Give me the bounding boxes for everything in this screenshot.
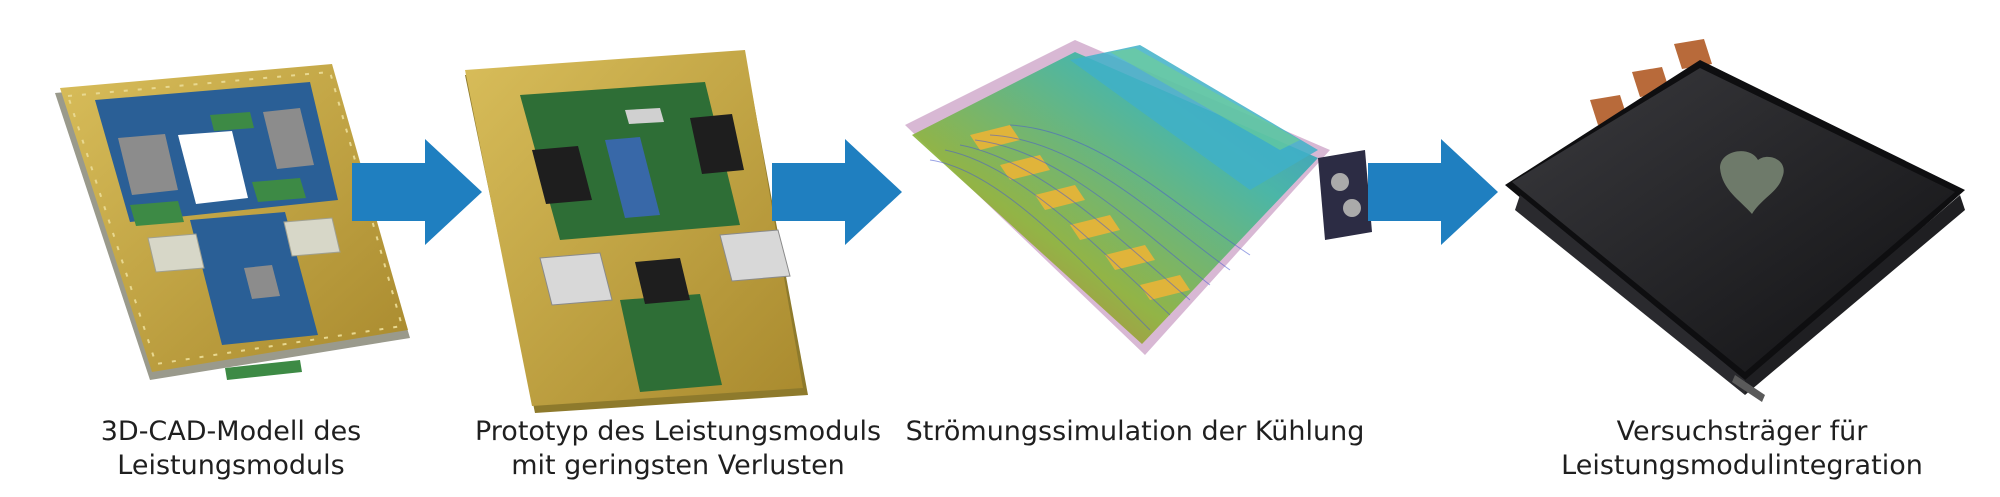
flow-arrow-2 bbox=[772, 139, 902, 245]
caption-testcarrier-line-1: Versuchsträger für bbox=[1617, 416, 1869, 447]
cad-model-image bbox=[55, 64, 410, 380]
caption-cad-line-1: 3D-CAD-Modell des bbox=[101, 416, 362, 447]
test-carrier-image bbox=[1505, 39, 1965, 402]
caption-prototype-line-1: Prototyp des Leistungsmoduls bbox=[475, 416, 881, 447]
flow-arrow-1 bbox=[352, 139, 482, 245]
flow-arrow-3 bbox=[1368, 139, 1498, 245]
prototype-image bbox=[465, 50, 808, 413]
caption-cad-line-2: Leistungsmoduls bbox=[117, 450, 344, 481]
caption-simulation: Strömungssimulation der Kühlung bbox=[906, 416, 1365, 447]
caption-prototype-line-2: mit geringsten Verlusten bbox=[511, 450, 845, 481]
simulation-image bbox=[905, 40, 1372, 355]
caption-testcarrier-line-2: Leistungsmodulintegration bbox=[1561, 450, 1923, 481]
